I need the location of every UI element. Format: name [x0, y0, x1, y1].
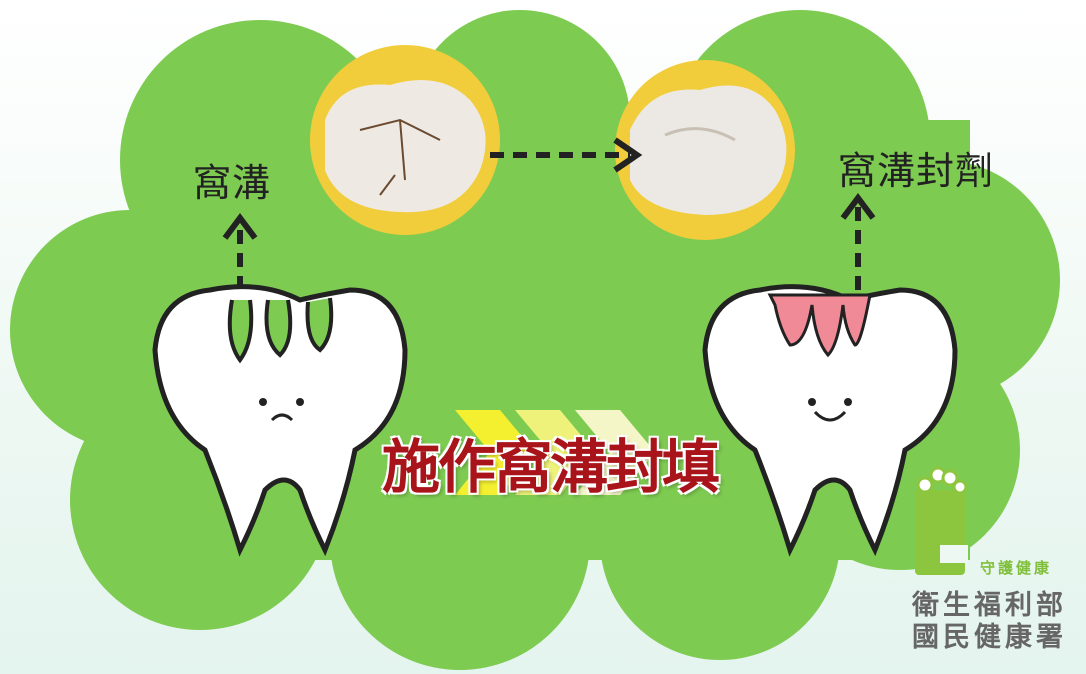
- dashed-arrows: [237, 152, 861, 290]
- sad-tooth: [152, 284, 408, 557]
- logo-org-line2: 國民健康署: [912, 622, 1067, 653]
- pit-tooth-photo: [310, 45, 500, 235]
- logo-org-line1: 衛生福利部: [912, 590, 1067, 621]
- happy-tooth: [702, 284, 958, 557]
- arrow-heads: [222, 137, 876, 240]
- sealed-tooth-photo: [615, 60, 795, 240]
- logo-motto: 守護健康: [980, 559, 1053, 577]
- action-title: 施作窩溝封填: [382, 433, 720, 501]
- pit-label: 窩溝: [193, 161, 272, 205]
- sealant-label: 窩溝封劑: [838, 149, 995, 193]
- progress-chevrons: [455, 410, 655, 495]
- logo-hand-icon: [915, 466, 968, 575]
